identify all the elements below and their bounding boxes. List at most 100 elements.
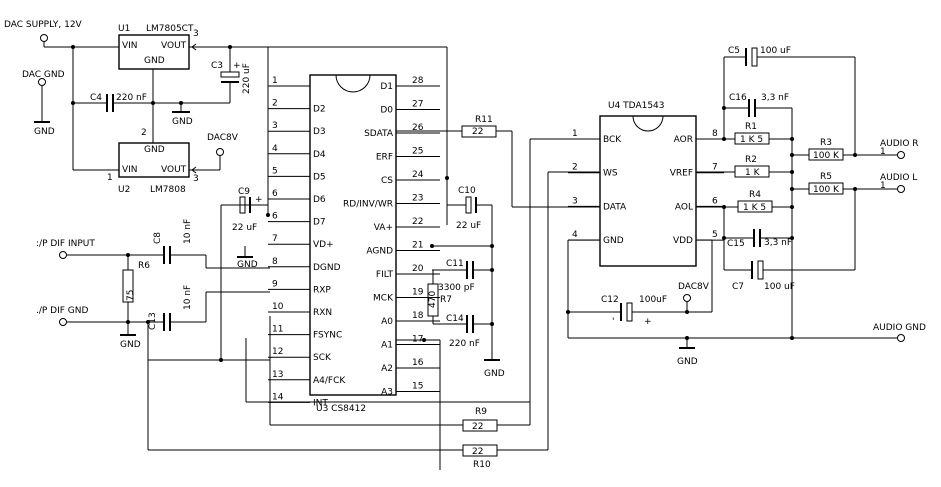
r7-ref: R7 (440, 295, 452, 305)
dac8v-label-2: DAC8V (678, 282, 710, 292)
c12-ref: C12 (601, 295, 619, 305)
u3-right-pins: 28D127D026SDATA25ERF24CS23RD/INV/WR22VA+… (343, 76, 440, 398)
c14-ref: C14 (446, 314, 464, 324)
c16-ref: C16 (729, 93, 747, 103)
u3-left-pin-name: D4 (313, 150, 326, 160)
c3-value: 220 uF (242, 63, 252, 94)
u3-right-pin-name: SDATA (364, 129, 394, 139)
c12-capacitor (626, 302, 633, 322)
u1-vout: VOUT (161, 41, 187, 51)
c15-ref: C15 (727, 239, 745, 249)
u3-left-pins: 12D23D34D45D56D66D77VD+8DGND9RXP10RXN11F… (268, 76, 346, 408)
u3-left-pin-number: 12 (272, 347, 283, 357)
u3-left-pin-number: 8 (272, 257, 278, 267)
u3-right-pin-name: VA+ (374, 223, 393, 233)
u3-left-pin-number: 14 (272, 392, 284, 402)
u3-left-pin-name: VD+ (313, 240, 334, 250)
audio-l-label: AUDIO L (880, 173, 917, 183)
u3-name: U3 CS8412 (316, 404, 366, 414)
u3-right-pin-name: A0 (381, 317, 393, 327)
u2-pin1: 1 (107, 173, 113, 183)
audio-l-terminal (897, 185, 905, 193)
u3-right-pin-name: A1 (381, 341, 393, 351)
u3-cs8412: U3 CS8412 12D23D34D45D56D66D77VD+8DGND9R… (148, 74, 600, 470)
dac-gnd-label: DAC GND (22, 70, 65, 80)
c14-value: 220 nF (449, 339, 480, 349)
u3-left-pin-name: D6 (313, 195, 326, 205)
power-supply-section: DAC SUPPLY, 12V DAC GND GND U1 LM7805CT … (4, 20, 448, 215)
u3-left-pin-name: D5 (313, 172, 326, 182)
c5-capacitor (751, 47, 758, 67)
u4-left-pin-number: 4 (572, 230, 578, 240)
u3-right-pin-number: 21 (412, 241, 423, 251)
u2-pin3: 3 (193, 174, 199, 184)
u3-right-pin-number: 27 (412, 100, 423, 110)
u3-left-pin-number: 11 (272, 325, 283, 335)
u4-notch (632, 115, 664, 132)
audio-gnd-terminal (897, 334, 905, 342)
u3-left-pin-name: D2 (313, 105, 326, 115)
c7-capacitor (757, 260, 764, 280)
spdif-input-terminal (59, 251, 67, 259)
u2-ref: U2 (118, 185, 130, 195)
u4-left-pin-name: WS (603, 169, 618, 179)
u3-right-pin-number: 15 (412, 382, 423, 392)
u3-right-pin-number: 25 (412, 147, 423, 157)
c12-plus: + (644, 317, 652, 327)
c4-ref: C4 (90, 93, 102, 103)
u3-left-pin-name: RXN (313, 308, 332, 318)
u1-gnd: GND (144, 56, 165, 66)
u3-left-pin-number: 4 (272, 144, 278, 154)
u3-right-pin-name: FILT (376, 270, 394, 280)
u4-body (599, 115, 697, 267)
u3-right-pin-name: D0 (380, 106, 393, 116)
c7-value: 100 uF (764, 282, 795, 292)
c13-value: 10 nF (183, 285, 193, 310)
r9-ref: R9 (475, 407, 487, 417)
u3-right-pin-name: AGND (366, 247, 393, 257)
audio-gnd-label: AUDIO GND (873, 323, 926, 333)
c3-capacitor (220, 71, 240, 78)
r5-value: 100 K (813, 185, 840, 195)
u3-notch (335, 74, 371, 93)
c3-ref: C3 (211, 61, 223, 71)
u4-right-pin-number: 5 (712, 230, 718, 240)
u3-right-pin-number: 20 (412, 264, 424, 274)
r3-value: 100 K (813, 151, 840, 161)
spdif-input-label: :/P DIF INPUT (36, 239, 95, 249)
r4-value: 1 K 5 (743, 203, 766, 213)
u3-left-pin-number: 10 (272, 302, 284, 312)
u3-left-pin-name: RXP (313, 285, 331, 295)
u4-right-pin-number: 7 (712, 163, 718, 173)
u4-right-pin-name: AOL (675, 202, 693, 212)
u2-regulator (118, 142, 190, 178)
r2-value: 1 K (745, 168, 761, 178)
c10-value: 22 uF (456, 221, 481, 231)
dac-gnd-terminal (38, 78, 46, 86)
u4-left-pin-name: DATA (603, 202, 627, 212)
c16-value: 3,3 nF (761, 93, 789, 103)
u3-left-pin-number: 5 (272, 166, 278, 176)
u3-right-pin-name: MCK (373, 294, 394, 304)
dac-supply-label: DAC SUPPLY, 12V (4, 20, 83, 30)
u4-left-pin-number: 3 (572, 196, 578, 206)
u3-left-pin-name: A4/FCK (313, 376, 346, 386)
u1-pin3: 3 (193, 29, 199, 39)
r6-value: 75 (126, 290, 136, 301)
r10-value: 22 (472, 447, 483, 457)
u2-gnd: GND (144, 145, 165, 155)
u3-left-pin-name: FSYNC (313, 331, 342, 341)
c4-value: 220 nF (116, 93, 147, 103)
r3-ref: R3 (820, 138, 832, 148)
c12-minus: ' (612, 317, 614, 327)
gnd-label-3: GND (120, 340, 141, 350)
u3-right-pin-number: 28 (412, 76, 424, 86)
spdif-gnd-terminal (59, 318, 67, 326)
u4-right-pin-name: VDD (673, 236, 693, 246)
r4-ref: R4 (749, 190, 761, 200)
u3-left-pin-number: 3 (272, 121, 278, 131)
r6-ref: R6 (138, 261, 150, 271)
u3-right-pin-number: 22 (412, 217, 423, 227)
